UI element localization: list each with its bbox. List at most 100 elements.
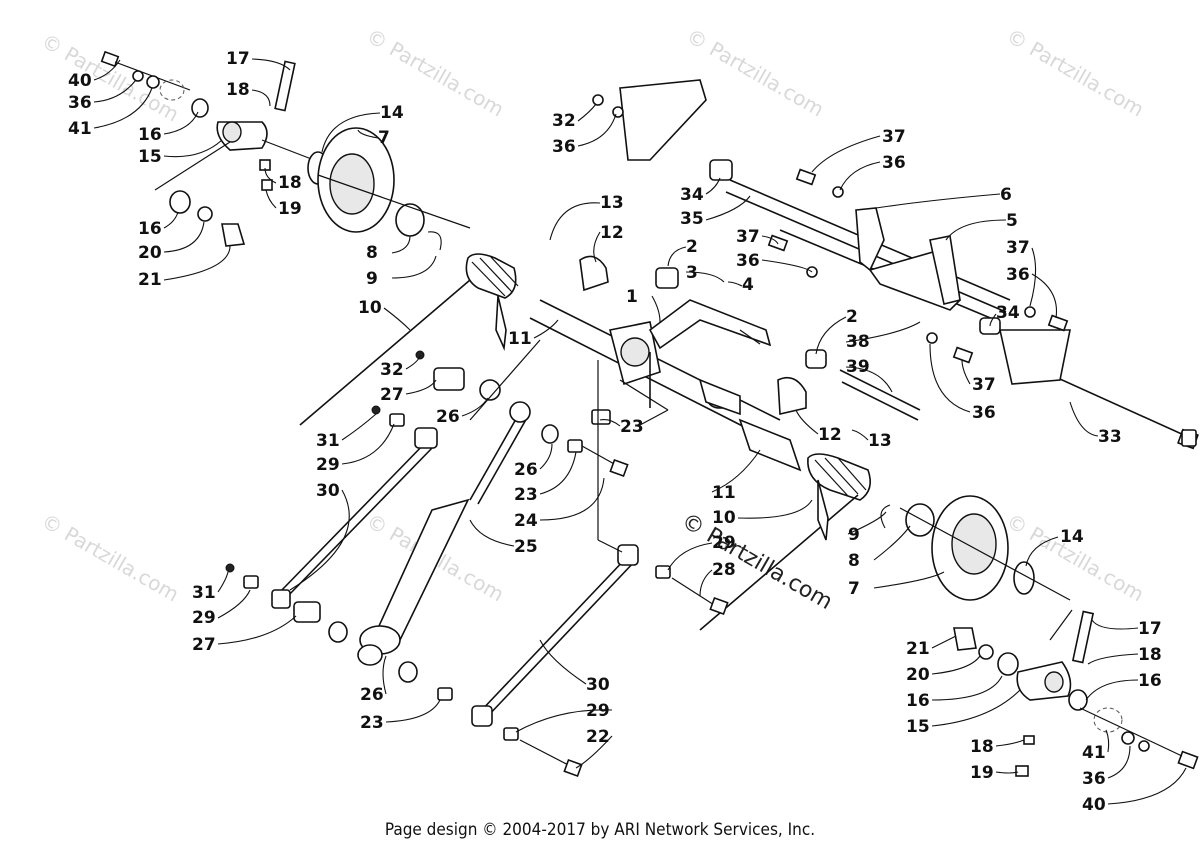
- callout[interactable]: 37: [972, 375, 996, 395]
- callout[interactable]: 37: [1006, 238, 1030, 258]
- callout[interactable]: 2: [686, 237, 698, 257]
- callout[interactable]: 36: [972, 403, 996, 423]
- callout[interactable]: 30: [586, 675, 610, 695]
- callout[interactable]: 23: [360, 713, 384, 733]
- link-30-left: [271, 427, 438, 609]
- callout[interactable]: 8: [848, 551, 860, 571]
- callout[interactable]: 32: [552, 111, 576, 131]
- callout[interactable]: 37: [882, 127, 906, 147]
- callout[interactable]: 32: [380, 360, 404, 380]
- parts-drawing: [100, 50, 1199, 778]
- callout[interactable]: 41: [68, 119, 92, 139]
- callout[interactable]: 20: [138, 243, 162, 263]
- callout[interactable]: 14: [1060, 527, 1084, 547]
- callout[interactable]: 40: [1082, 795, 1106, 815]
- callout[interactable]: 40: [68, 71, 92, 91]
- callout[interactable]: 3: [686, 263, 698, 283]
- bolts: [563, 458, 729, 778]
- callout[interactable]: 16: [138, 125, 162, 145]
- callout[interactable]: 19: [970, 763, 994, 783]
- callout[interactable]: 11: [508, 329, 532, 349]
- callout[interactable]: 7: [848, 579, 860, 599]
- callout[interactable]: 14: [380, 103, 404, 123]
- callout[interactable]: 36: [882, 153, 906, 173]
- watermark: © Partzilla.com: [38, 29, 184, 127]
- mid-hardware: [225, 350, 723, 771]
- callout[interactable]: 15: [138, 147, 162, 167]
- callout[interactable]: 27: [380, 385, 404, 405]
- callout[interactable]: 36: [1006, 265, 1030, 285]
- callout[interactable]: 39: [846, 357, 870, 377]
- callout[interactable]: 29: [316, 455, 340, 475]
- torsion-spring-10-top: [299, 253, 519, 426]
- callout[interactable]: 26: [514, 460, 538, 480]
- callout[interactable]: 29: [712, 533, 736, 553]
- callout-labels: 40 36 41 17 18 16 15 14 7 18 19 16 20 21…: [68, 49, 1162, 815]
- callout[interactable]: 17: [226, 49, 250, 69]
- callout[interactable]: 41: [1082, 743, 1106, 763]
- callout[interactable]: 36: [736, 251, 760, 271]
- callout[interactable]: 2: [846, 307, 858, 327]
- callout[interactable]: 26: [436, 407, 460, 427]
- callout[interactable]: 4: [742, 275, 754, 295]
- callout[interactable]: 31: [316, 431, 340, 451]
- callout[interactable]: 7: [378, 128, 390, 148]
- callout[interactable]: 16: [138, 219, 162, 239]
- callout[interactable]: 29: [192, 608, 216, 628]
- callout[interactable]: 16: [1138, 671, 1162, 691]
- callout[interactable]: 33: [1098, 427, 1122, 447]
- callout[interactable]: 21: [906, 639, 930, 659]
- callout[interactable]: 27: [192, 635, 216, 655]
- long-bolt-33: [1181, 429, 1197, 447]
- callout[interactable]: 10: [712, 508, 736, 528]
- callout[interactable]: 36: [1082, 769, 1106, 789]
- callout[interactable]: 36: [68, 93, 92, 113]
- callout[interactable]: 9: [848, 525, 860, 545]
- callout[interactable]: 18: [226, 80, 250, 100]
- callout[interactable]: 10: [358, 298, 382, 318]
- callout[interactable]: 12: [818, 425, 842, 445]
- callout[interactable]: 24: [514, 511, 538, 531]
- callout[interactable]: 18: [970, 737, 994, 757]
- callout[interactable]: 18: [1138, 645, 1162, 665]
- callout[interactable]: 34: [680, 185, 704, 205]
- watermark: © Partzilla.com: [1003, 24, 1149, 122]
- shock-absorber-25: [357, 401, 531, 666]
- callout[interactable]: 34: [996, 303, 1020, 323]
- callout[interactable]: 15: [906, 717, 930, 737]
- callout[interactable]: 5: [1006, 211, 1018, 231]
- callout[interactable]: 12: [600, 223, 624, 243]
- callout[interactable]: 17: [1138, 619, 1162, 639]
- rail-arm-1: [529, 299, 781, 441]
- callout[interactable]: 11: [712, 483, 736, 503]
- callout[interactable]: 28: [712, 560, 736, 580]
- callout[interactable]: 16: [906, 691, 930, 711]
- watermark: © Partzilla.com: [38, 509, 184, 607]
- callout[interactable]: 9: [366, 269, 378, 289]
- footer-copyright: Page design © 2004-2017 by ARI Network S…: [384, 820, 816, 840]
- callout[interactable]: 35: [680, 209, 704, 229]
- bolt-40-top: [100, 50, 209, 118]
- callout[interactable]: 21: [138, 270, 162, 290]
- callout[interactable]: 37: [736, 227, 760, 247]
- callout-leaders: [93, 58, 1187, 805]
- callout[interactable]: 1: [626, 287, 638, 307]
- callout[interactable]: 22: [586, 727, 610, 747]
- callout[interactable]: 20: [906, 665, 930, 685]
- callout[interactable]: 38: [846, 332, 870, 352]
- callout[interactable]: 25: [514, 537, 538, 557]
- callout[interactable]: 13: [868, 431, 892, 451]
- callout[interactable]: 26: [360, 685, 384, 705]
- callout[interactable]: 29: [586, 701, 610, 721]
- torsion-spring-10-bottom: [699, 453, 871, 631]
- callout[interactable]: 6: [1000, 185, 1012, 205]
- callout[interactable]: 23: [514, 485, 538, 505]
- callout[interactable]: 13: [600, 193, 624, 213]
- callout[interactable]: 36: [552, 137, 576, 157]
- callout[interactable]: 31: [192, 583, 216, 603]
- callout[interactable]: 8: [366, 243, 378, 263]
- callout[interactable]: 18: [278, 173, 302, 193]
- callout[interactable]: 19: [278, 199, 302, 219]
- callout[interactable]: 23: [620, 417, 644, 437]
- callout[interactable]: 30: [316, 481, 340, 501]
